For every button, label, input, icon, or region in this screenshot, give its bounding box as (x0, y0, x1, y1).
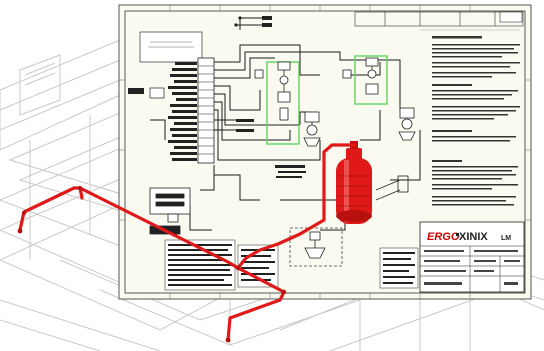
bill-of-materials-tables (164, 239, 419, 291)
device-labels (236, 119, 306, 178)
pipe-elbows (17, 186, 287, 343)
title-block: ERGO XINIX LM (419, 221, 525, 293)
valve-icon (303, 111, 321, 147)
header-revision-block (354, 11, 524, 31)
nozzle-detail (289, 227, 343, 267)
top-connectors (234, 16, 272, 27)
fire-suppression-cylinder-icon (336, 141, 372, 224)
general-note-box (139, 31, 203, 63)
valve-group-right (354, 55, 388, 105)
valve-icon (254, 69, 352, 79)
valve-icon (398, 107, 416, 141)
valve-group-left (266, 61, 300, 145)
company-logo-suffix: LM (501, 235, 511, 242)
pipe-supports (375, 175, 409, 201)
company-logo-left: ERGO (427, 231, 460, 243)
general-notes-text (432, 36, 520, 206)
company-logo-right: XINIX (459, 231, 488, 243)
